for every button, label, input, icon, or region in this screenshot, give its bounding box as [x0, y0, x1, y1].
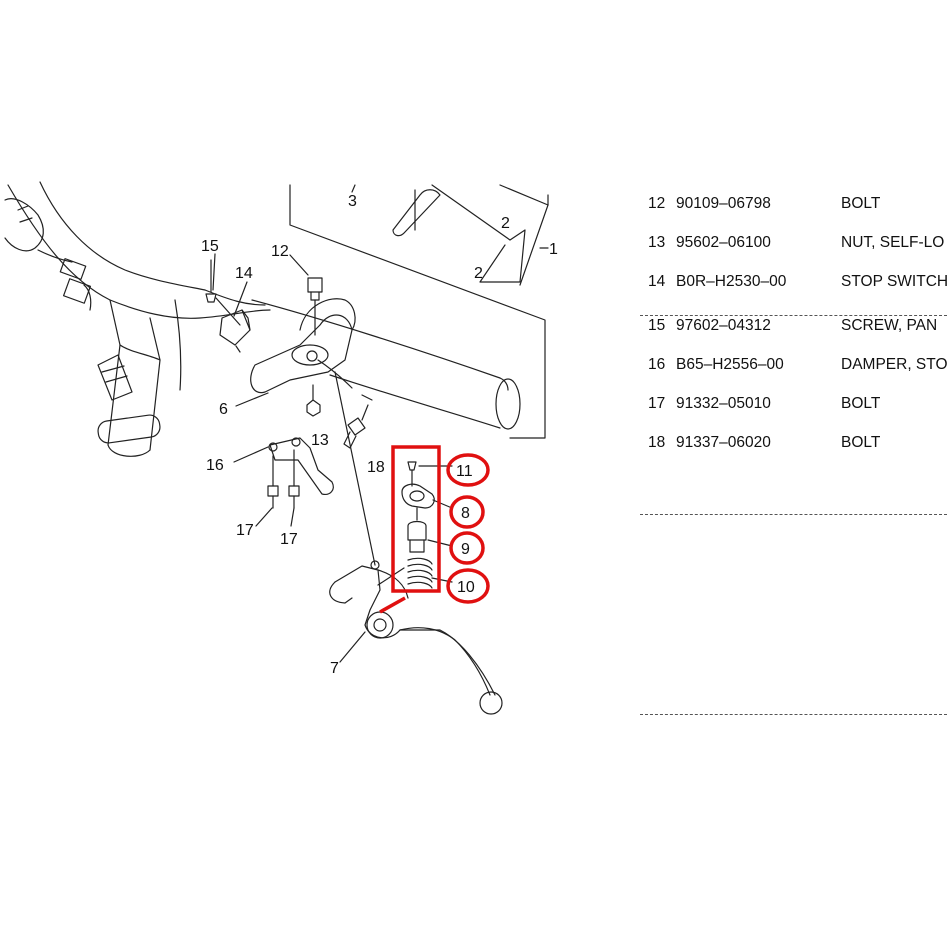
table-divider [640, 514, 947, 515]
part-number: 97602–04312 [676, 317, 771, 334]
part-number: 90109–06798 [676, 195, 771, 212]
callout-16: 16 [206, 457, 224, 474]
part-no: 12 [648, 195, 666, 212]
callout-9: 9 [461, 541, 470, 558]
callout-11: 11 [456, 463, 473, 480]
part-14-stop-switch [219, 309, 251, 353]
part-number: B0R–H2530–00 [676, 273, 787, 290]
handlebar-frame [4, 181, 271, 457]
part-description: BOLT [841, 395, 881, 412]
part-15-screw [205, 259, 241, 326]
part-number: B65–H2556–00 [676, 356, 784, 373]
handlebar-grip [251, 184, 549, 439]
part-no: 14 [648, 273, 666, 290]
part-18-bolt [343, 394, 373, 449]
callout-8: 8 [461, 505, 470, 522]
callout-13: 13 [311, 432, 329, 449]
callout-18: 18 [367, 459, 385, 476]
callout-7: 7 [330, 660, 339, 677]
part-description: NUT, SELF-LO [841, 234, 945, 251]
callout-12: 12 [271, 243, 289, 260]
part-17-bolts [267, 449, 300, 509]
table-divider [640, 714, 947, 715]
part-number: 95602–06100 [676, 234, 771, 251]
highlight-annotations [379, 445, 490, 614]
part-no: 18 [648, 434, 666, 451]
highlight-circle-9 [449, 531, 485, 565]
callout-3: 3 [348, 193, 357, 210]
parts-list-table: 12 90109–06798 BOLT 13 95602–06100 NUT, … [640, 185, 947, 725]
part-description: DAMPER, STO [841, 356, 947, 373]
highlight-box [391, 445, 441, 593]
part-no: 13 [648, 234, 666, 251]
callout-2-bottom: 2 [474, 265, 483, 282]
part-no: 16 [648, 356, 666, 373]
callout-6: 6 [219, 401, 228, 418]
part-16-damper [268, 437, 334, 495]
highlight-circle-11 [446, 453, 490, 487]
highlight-circle-10 [446, 568, 490, 604]
table-divider [640, 315, 947, 316]
callout-17-right: 17 [280, 531, 298, 548]
callout-2-top: 2 [501, 215, 510, 232]
part-description: STOP SWITCH [841, 273, 947, 290]
callout-17-left: 17 [236, 522, 254, 539]
part-no: 15 [648, 317, 666, 334]
part-description: BOLT [841, 434, 881, 451]
highlight-circle-8 [449, 495, 485, 529]
part-no: 17 [648, 395, 666, 412]
part-13-nut [306, 384, 321, 417]
parts-8-to-11-stack [401, 461, 435, 589]
callout-10: 10 [457, 579, 475, 596]
part-description: BOLT [841, 195, 881, 212]
part-number: 91337–06020 [676, 434, 771, 451]
part-number: 91332–05010 [676, 395, 771, 412]
callout-15: 15 [201, 238, 219, 255]
part-12-bolt [307, 277, 323, 336]
part-7-lever [329, 560, 503, 715]
highlight-pointer [379, 596, 406, 614]
lever-holder [250, 298, 356, 394]
part-description: SCREW, PAN [841, 317, 938, 334]
callout-14: 14 [235, 265, 253, 282]
callout-1: 1 [549, 241, 558, 258]
